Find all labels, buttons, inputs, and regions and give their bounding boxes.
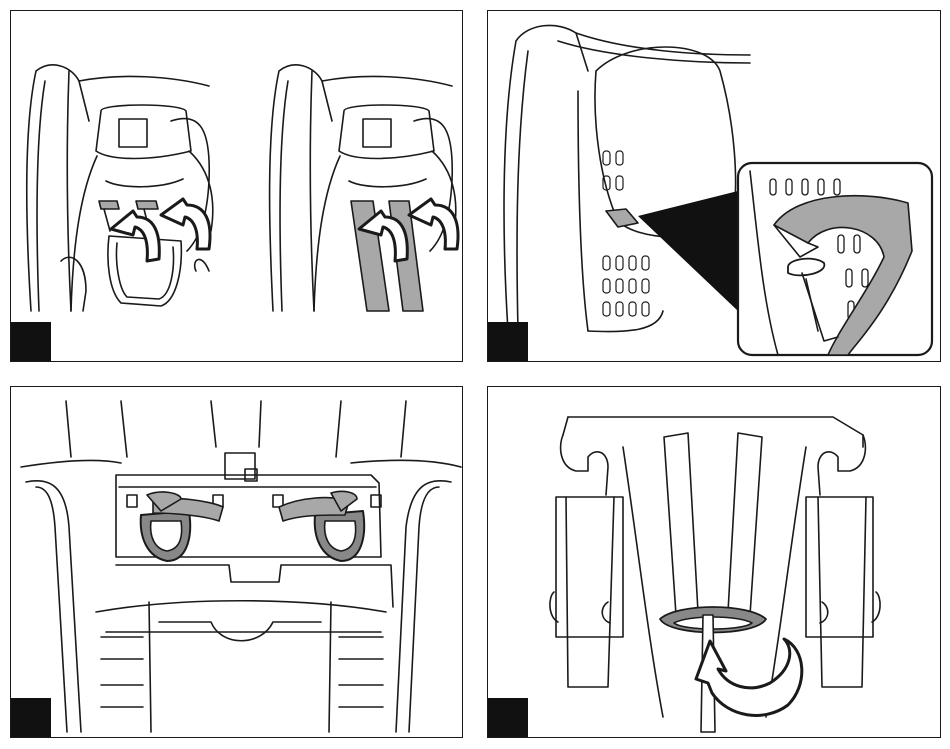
panel-3-illustration (11, 387, 463, 738)
step-badge-icon (11, 322, 51, 361)
buckle-plate-left (108, 236, 181, 306)
panel-1 (10, 10, 463, 362)
arrow-icon (409, 199, 458, 249)
step-badge-icon (488, 698, 528, 737)
panel-4 (487, 386, 941, 738)
panel-1-illustration (11, 11, 463, 362)
metal-connector-left (141, 492, 223, 561)
metal-connector-right (279, 491, 364, 561)
step-badge-icon (11, 698, 51, 737)
seat-left (27, 65, 213, 311)
panel-4-illustration (488, 387, 941, 738)
arrow-icon (161, 199, 210, 249)
strap-left (664, 433, 698, 615)
zoom-callout-icon (638, 191, 738, 311)
strap-slot-left-1 (99, 201, 119, 209)
strap-slot-left-2 (136, 201, 158, 209)
panel-2-illustration (488, 11, 941, 362)
panel-3 (10, 386, 463, 738)
panel-2 (487, 10, 941, 362)
strap-right (728, 433, 762, 615)
step-badge-icon (488, 322, 528, 361)
